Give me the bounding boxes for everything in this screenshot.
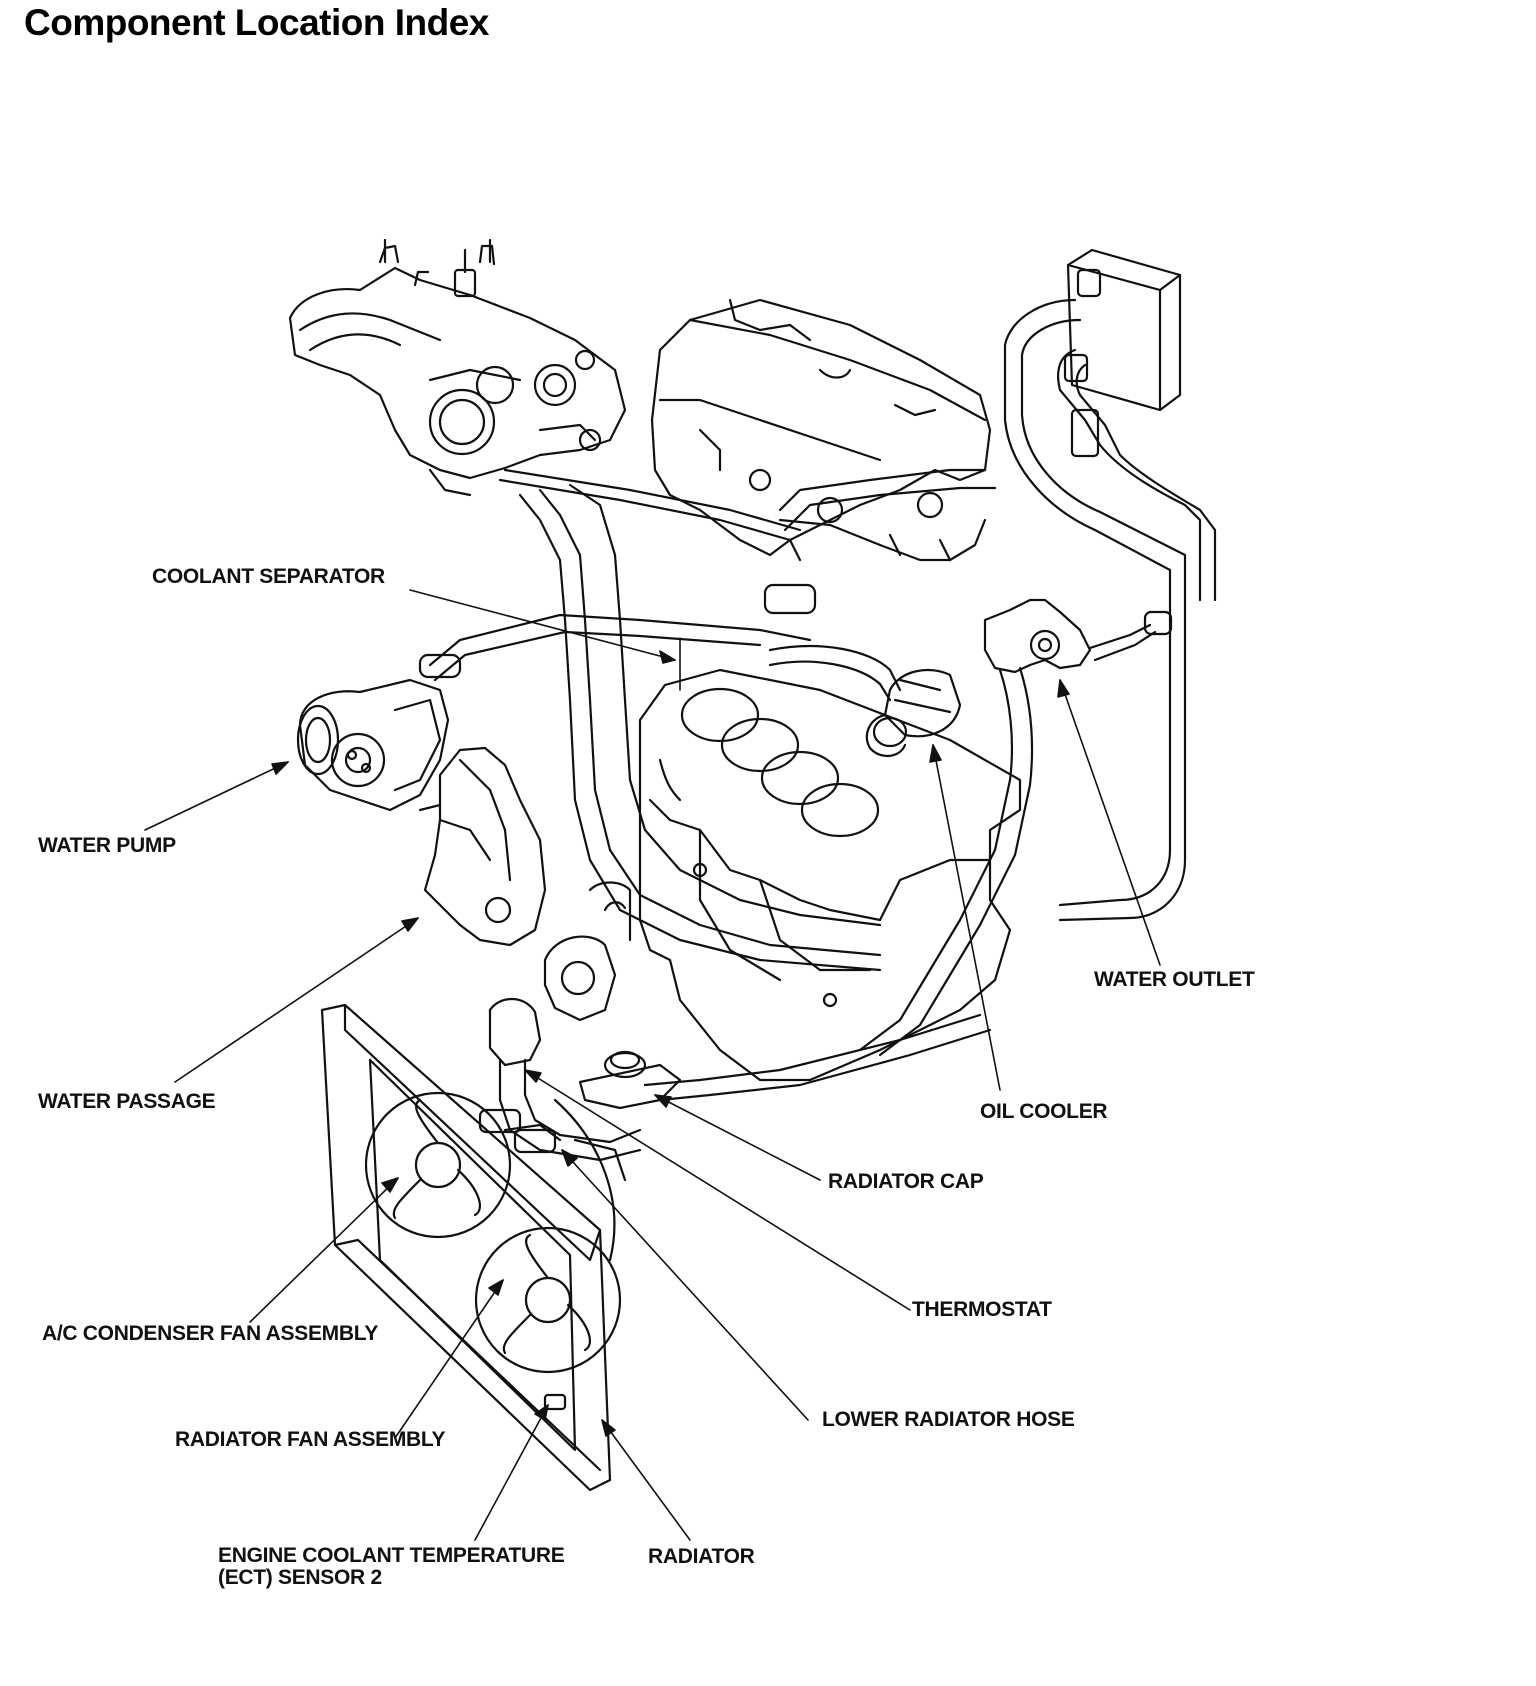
leader-radiator-fan — [394, 1279, 504, 1439]
thermostat-housing — [478, 881, 642, 1162]
water-outlet — [858, 598, 1173, 1057]
leader-ac-fan — [249, 1177, 399, 1323]
leader-water-outlet — [1059, 679, 1161, 966]
label-ac-condenser-fan: A/C CONDENSER FAN ASSEMBLY — [42, 1322, 379, 1345]
leader-coolant-separator — [409, 589, 676, 661]
water-pump — [296, 678, 450, 812]
leader-radiator-cap — [654, 1094, 821, 1181]
radiator-cap — [578, 1013, 992, 1110]
leader-thermostat — [524, 1069, 911, 1311]
label-water-outlet: WATER OUTLET — [1094, 968, 1255, 991]
leader-ect-sensor — [474, 1404, 549, 1541]
label-coolant-separator: COOLANT SEPARATOR — [152, 565, 385, 588]
label-ect-sensor-line1: ENGINE COOLANT TEMPERATURE — [218, 1544, 565, 1567]
coolant-pipes — [418, 468, 997, 972]
label-ect-sensor: ENGINE COOLANT TEMPERATURE (ECT) SENSOR … — [218, 1544, 565, 1589]
heater-core — [1066, 248, 1182, 412]
label-water-pump: WATER PUMP — [38, 834, 176, 857]
label-radiator: RADIATOR — [648, 1545, 755, 1568]
label-thermostat: THERMOSTAT — [912, 1298, 1052, 1321]
water-passage — [418, 746, 547, 947]
cylinder-head — [650, 298, 992, 562]
leader-lines — [144, 589, 1161, 1541]
heater-hoses — [1003, 268, 1217, 922]
label-lower-radiator-hose: LOWER RADIATOR HOSE — [822, 1408, 1075, 1431]
label-oil-cooler: OIL COOLER — [980, 1100, 1108, 1123]
radiator-assembly — [320, 1003, 627, 1492]
label-radiator-fan: RADIATOR FAN ASSEMBLY — [175, 1428, 446, 1451]
leader-lower-hose — [561, 1149, 809, 1421]
label-ect-sensor-line2: (ECT) SENSOR 2 — [218, 1566, 382, 1589]
leader-radiator — [601, 1419, 691, 1541]
leader-arrow — [659, 650, 676, 664]
leader-oil-cooler — [932, 744, 1001, 1091]
label-water-passage: WATER PASSAGE — [38, 1090, 216, 1113]
intake-manifold — [288, 238, 627, 497]
page-title: Component Location Index — [24, 2, 489, 43]
label-radiator-cap: RADIATOR CAP — [828, 1170, 984, 1193]
leader-water-pump — [144, 761, 289, 831]
engine-block — [638, 668, 1022, 1082]
oil-cooler — [865, 668, 962, 757]
leader-water-passage — [174, 917, 419, 1083]
